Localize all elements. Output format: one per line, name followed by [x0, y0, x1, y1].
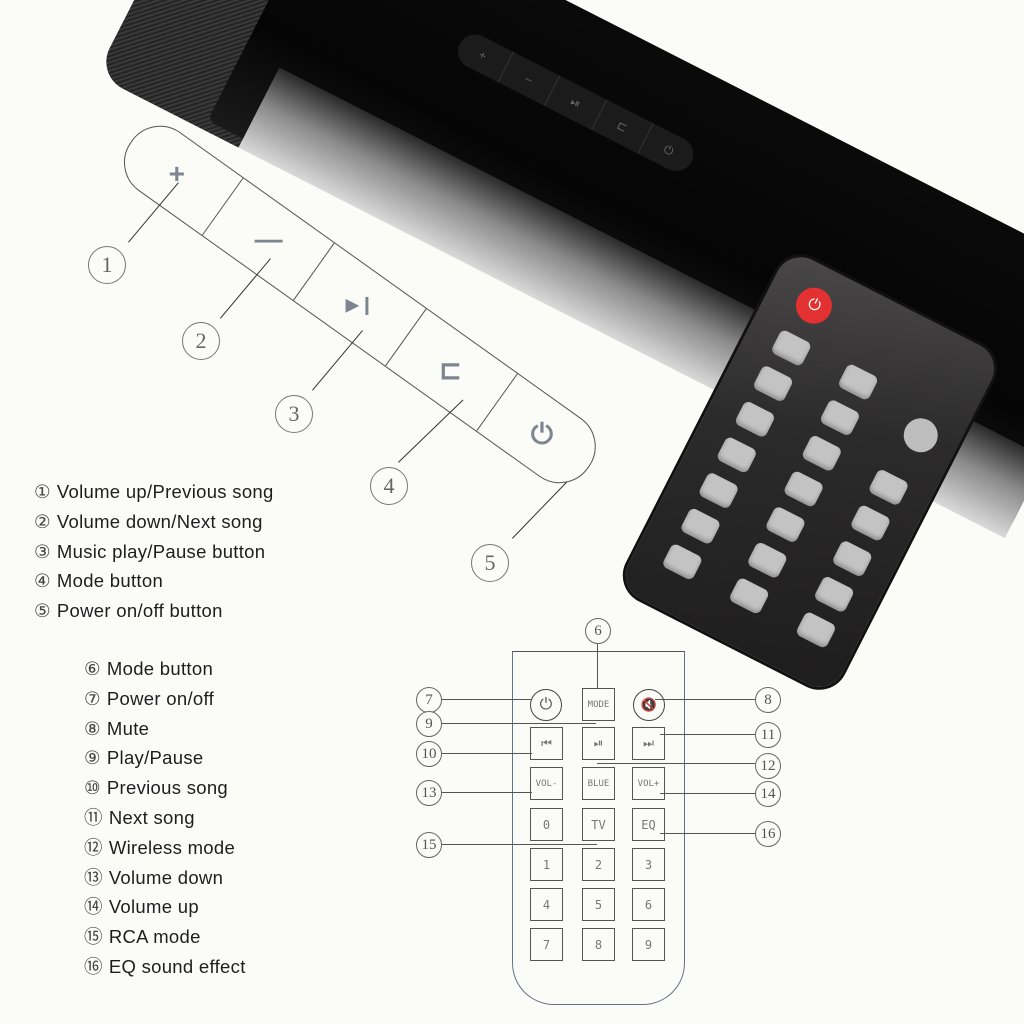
leader-line-6	[597, 641, 599, 689]
diagram-key-2: 2	[582, 848, 615, 881]
callout-15: 15	[416, 832, 442, 858]
remote-photo-key	[867, 468, 910, 507]
leader-line-5	[512, 481, 568, 539]
leader-line-7	[440, 699, 532, 701]
leader-line-4	[398, 399, 464, 463]
remote-photo-key	[752, 364, 795, 403]
callout-7: 7	[416, 687, 442, 713]
diagram-power-icon: ⏻	[530, 689, 562, 721]
callout-10: 10	[416, 741, 442, 767]
leader-line-15	[440, 844, 597, 846]
diagram-mode-key: MODE	[582, 688, 615, 721]
remote-photo-key	[831, 539, 874, 578]
callout-3: 3	[275, 395, 313, 433]
callout-16: 16	[755, 821, 781, 847]
power-icon: ⏻	[531, 418, 554, 450]
leader-line-12	[597, 763, 755, 765]
callout-2: 2	[182, 322, 220, 360]
callout-4: 4	[370, 467, 408, 505]
diagram-key-7: 7	[530, 928, 563, 961]
callout-14: 14	[755, 781, 781, 807]
remote-photo-key	[764, 505, 807, 544]
remote-photo-key	[679, 506, 722, 546]
diagram-key-1: 1	[530, 848, 563, 881]
leader-line-13	[440, 792, 532, 794]
callout-11: 11	[755, 722, 781, 748]
remote-photo-key	[733, 399, 776, 439]
callout-8: 8	[755, 687, 781, 713]
remote-photo-key	[746, 540, 789, 580]
remote-photo-key	[728, 576, 771, 616]
remote-photo-mute-icon	[897, 412, 944, 459]
remote-photo-key	[782, 469, 825, 509]
diagram-prev-icon: ⏮	[530, 727, 563, 760]
remote-photo-key	[837, 362, 880, 402]
diagram-eq-key: EQ	[632, 808, 665, 841]
diagram-key-4: 4	[530, 888, 563, 921]
diagram-vol-down-key: VOL-	[530, 767, 563, 800]
minus-icon: —	[254, 223, 283, 255]
diagram-vol-up-key: VOL+	[632, 767, 665, 800]
leader-line-16	[660, 833, 755, 835]
diagram-key-6: 6	[632, 888, 665, 921]
diagram-key-5: 5	[582, 888, 615, 921]
callout-12: 12	[755, 753, 781, 779]
remote-photo-key	[770, 328, 813, 368]
leader-line-8	[655, 699, 755, 701]
callout-5: 5	[471, 544, 509, 582]
callout-13: 13	[416, 780, 442, 806]
play-pause-icon: ▶❙	[345, 293, 375, 314]
mode-icon: ⊏	[439, 354, 463, 386]
remote-diagram-outline	[512, 651, 685, 1005]
remote-photo-key	[661, 542, 704, 582]
remote-photo-key	[800, 434, 843, 473]
diagram-tv-key: TV	[582, 808, 615, 841]
remote-photo-key	[715, 435, 758, 475]
callout-1: 1	[88, 246, 126, 284]
diagram-key-0: 0	[530, 808, 563, 841]
diagram-next-icon: ⏭	[632, 727, 665, 760]
remote-photo-key	[813, 574, 856, 614]
remote-photo-power-icon: ⏻	[789, 281, 839, 330]
callout-9: 9	[416, 711, 442, 737]
diagram-blue-key: BLUE	[582, 767, 615, 800]
remote-photo-key	[697, 471, 740, 510]
remote-photo-key	[794, 610, 838, 650]
leader-line-10	[440, 753, 532, 755]
remote-photo-key	[818, 398, 861, 437]
diagram-key-8: 8	[582, 928, 615, 961]
leader-line-9	[440, 723, 596, 725]
remote-photo-key	[849, 503, 892, 543]
callout-6: 6	[585, 618, 611, 644]
diagram-key-9: 9	[632, 928, 665, 961]
diagram-play-pause-icon: ⏯	[582, 727, 615, 760]
leader-line-3	[312, 330, 364, 391]
leader-line-14	[660, 793, 755, 795]
diagram-key-3: 3	[632, 848, 665, 881]
diagram-mute-icon: 🔇	[633, 689, 665, 721]
leader-line-11	[660, 734, 755, 736]
